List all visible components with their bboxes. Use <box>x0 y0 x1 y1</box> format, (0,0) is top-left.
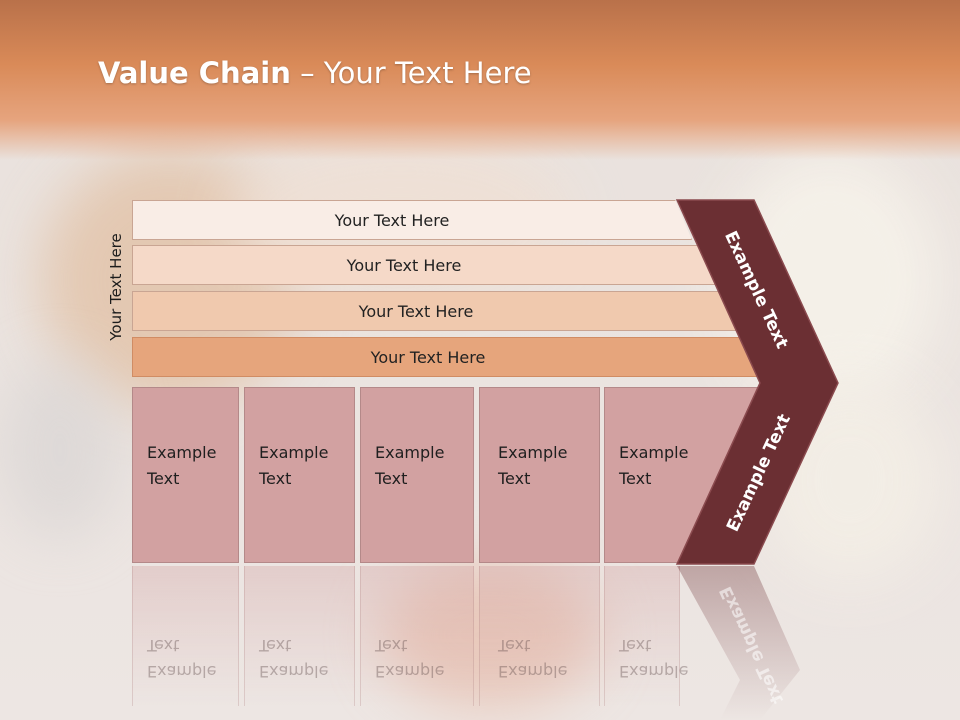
column-2-line2: Text <box>259 469 292 488</box>
column-4-line2: Text <box>498 469 531 488</box>
column-5-reflection: Example Text <box>604 566 688 706</box>
chevron-shape <box>675 199 839 565</box>
column-3-line2: Text <box>375 469 408 488</box>
band-2: Your Text Here <box>132 245 716 285</box>
column-5-line1: Example <box>619 443 689 462</box>
page-title: Value Chain – Your Text Here <box>98 56 532 90</box>
band-2-label: Your Text Here <box>346 255 462 275</box>
column-5-line2: Text <box>619 469 652 488</box>
title-rest: – Your Text Here <box>290 56 532 90</box>
band-3: Your Text Here <box>132 291 740 331</box>
column-1: Example Text <box>132 387 239 563</box>
band-4: Your Text Here <box>132 337 764 377</box>
column-2: Example Text <box>244 387 355 563</box>
column-3-reflection: Example Text <box>360 566 474 706</box>
column-4-line1: Example <box>498 443 568 462</box>
column-1-reflection: Example Text <box>132 566 239 706</box>
band-1: Your Text Here <box>132 200 692 240</box>
band-1-label: Your Text Here <box>334 210 450 230</box>
chevron-reflection <box>677 566 800 720</box>
band-4-label: Your Text Here <box>370 347 486 367</box>
column-3-line1: Example <box>375 443 445 462</box>
header-bar <box>0 0 960 160</box>
column-1-line1: Example <box>147 443 217 462</box>
column-1-line2: Text <box>147 469 180 488</box>
band-3-label: Your Text Here <box>358 301 474 321</box>
title-bold: Value Chain <box>98 56 291 90</box>
column-2-line1: Example <box>259 443 329 462</box>
column-3: Example Text <box>360 387 474 563</box>
column-4-reflection: Example Text <box>479 566 600 706</box>
column-4: Example Text <box>479 387 600 563</box>
column-2-reflection: Example Text <box>244 566 355 706</box>
